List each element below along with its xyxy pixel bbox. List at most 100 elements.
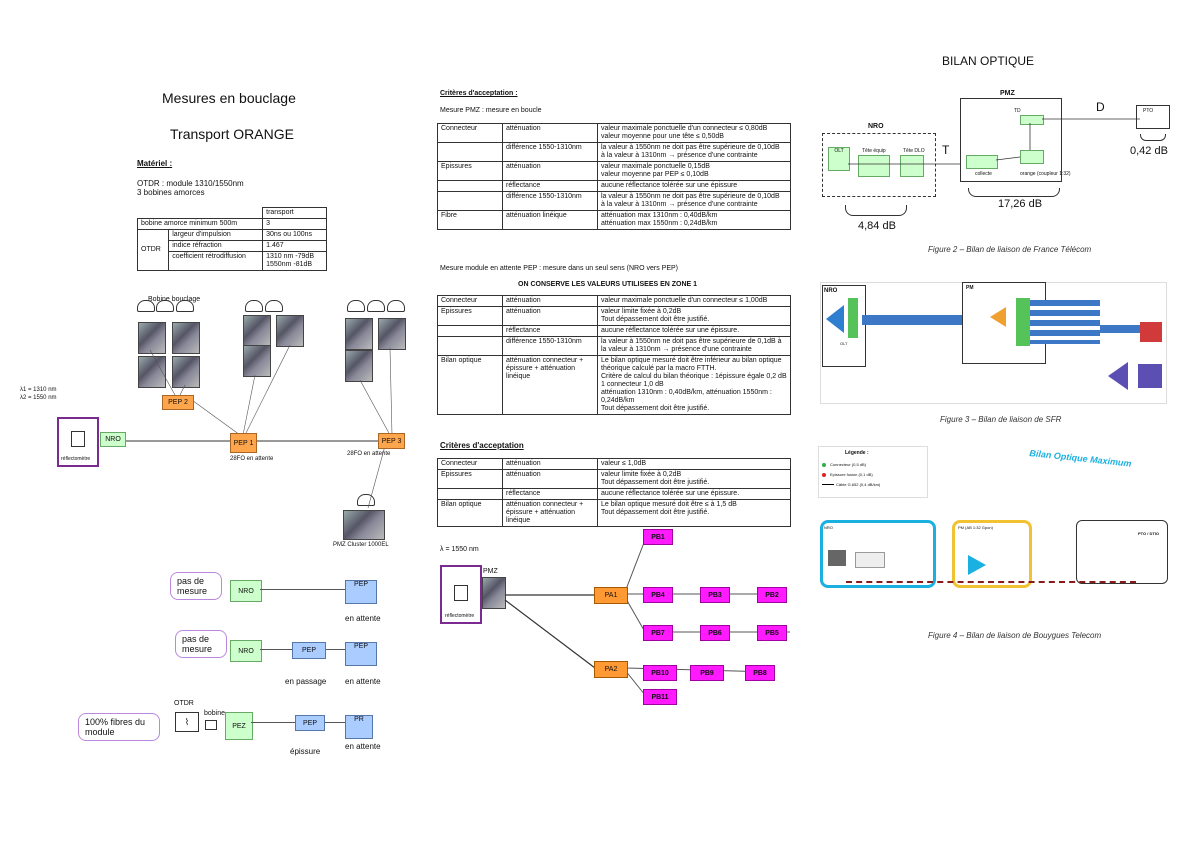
fig2-nro-frame <box>822 133 936 197</box>
equipment-photo <box>243 315 271 347</box>
equipment-photo <box>138 356 166 388</box>
pa2-box: PA2 <box>594 661 628 678</box>
pb-box: PB11 <box>643 689 677 705</box>
technician-icon <box>137 300 155 312</box>
table-cell: la valeur à 1550nm ne doit pas être supé… <box>597 336 791 356</box>
trace-icon: ⌇ <box>184 716 190 727</box>
fig2-pto-frame <box>1136 105 1170 129</box>
fig2-collecte-box <box>966 155 998 169</box>
param-group: OTDR <box>136 229 170 271</box>
param-label: coefficient rétrodiffusion <box>168 251 264 271</box>
fig3-caption: Figure 3 – Bilan de liaison de SFR <box>940 415 1062 424</box>
fig3-nro-panel <box>848 298 858 338</box>
table-cell: aucune réflectance tolérée sur une épiss… <box>597 325 791 337</box>
technician-icon <box>265 300 283 312</box>
fig3-pm-panel <box>1016 298 1030 346</box>
fig2-pmz-frame <box>960 98 1062 182</box>
fig2-nro-brace <box>845 205 907 216</box>
fig2-collecte: collecte <box>975 171 992 177</box>
lambda-1: λ1 = 1310 nm <box>20 387 57 393</box>
equipment-photo <box>172 356 200 388</box>
pb-box: PB9 <box>690 665 724 681</box>
diag1-link <box>260 589 345 590</box>
diag2-passage: en passage <box>285 677 327 686</box>
table-cell: atténuation connecteur + épissure + atté… <box>502 499 598 527</box>
diag3-otdr: OTDR <box>174 700 194 707</box>
pb-box: PB10 <box>643 665 677 681</box>
pep2-box: PEP 2 <box>162 395 194 410</box>
fig2-nro-value: 4,84 dB <box>858 220 896 232</box>
fig4-nro-tete <box>855 552 885 568</box>
equipment-photo <box>343 510 385 540</box>
fig2-tete-dlo: Tête DLO <box>903 148 925 154</box>
fig2-tete-equip: Tête équip <box>862 148 886 154</box>
table-cell: Le bilan optique mesuré doit être inféri… <box>597 355 791 415</box>
equipment-photo <box>345 350 373 382</box>
pep-measure-title: Mesure module en attente PEP : mesure da… <box>440 265 678 272</box>
technician-icon <box>367 300 385 312</box>
pb-box: PB2 <box>757 587 787 603</box>
fig2-links <box>848 118 1140 165</box>
fig4-nro: NRO <box>824 525 833 530</box>
fig2-t-label: T <box>942 143 950 157</box>
reflectometer-2: réflectomètre <box>440 565 482 624</box>
diag3-pep: PEP <box>295 715 325 731</box>
diag3-attente: en attente <box>345 742 381 751</box>
fig4-legend-frame <box>818 446 928 498</box>
equipment-photo <box>345 318 373 350</box>
diag1-nro: NRO <box>230 580 262 602</box>
fig3-pbo <box>1140 322 1162 342</box>
bilan-optique-title: BILAN OPTIQUE <box>942 54 1035 68</box>
reflectometer-2-label: réflectomètre <box>445 613 475 619</box>
fig3-pm: PM <box>966 285 974 291</box>
diag3-epissure: épissure <box>290 747 321 756</box>
equipment-photo <box>138 322 166 354</box>
materiel-label: Matériel : <box>137 159 173 168</box>
fig2-d-value: 0,42 dB <box>1130 145 1168 157</box>
fig3-cable <box>862 315 962 325</box>
fig3-olt: OLT <box>840 341 848 346</box>
fig4-olt-box <box>828 550 846 566</box>
equipment-photo <box>243 345 271 377</box>
lambda-2: λ2 = 1550 nm <box>20 395 57 401</box>
fig2-td-box <box>1020 115 1044 125</box>
diag3-bobine-box <box>205 720 217 730</box>
technician-icon <box>176 300 194 312</box>
left-title-1: Mesures en bouclage <box>162 90 296 106</box>
diag3-pez: PEZ <box>225 712 253 740</box>
pb-box: PB7 <box>643 625 673 641</box>
red-dot-icon <box>822 473 826 477</box>
fig4-splitter <box>968 555 986 575</box>
pmz-photo <box>482 577 506 609</box>
pmz-measure-title: Mesure PMZ : mesure en boucle <box>440 107 542 114</box>
fig2-dlo-box <box>900 155 924 177</box>
fig3-splitter <box>990 307 1006 327</box>
lambda-label: λ = 1550 nm <box>440 546 479 553</box>
no-measure-bubble: pas de mesure <box>170 572 222 600</box>
fig4-cable <box>846 581 1136 584</box>
table-cell: Bilan optique <box>437 355 503 415</box>
fig2-td: TD <box>1014 108 1021 114</box>
diag2-attente: en attente <box>345 677 381 686</box>
technician-icon <box>347 300 365 312</box>
fig2-pmz: PMZ <box>1000 90 1015 97</box>
cable-line-icon <box>822 484 834 485</box>
diag3-bobine: bobine <box>204 710 226 717</box>
equipment-photo <box>276 315 304 347</box>
technician-icon <box>357 494 375 506</box>
table-cell: aucune réflectance tolérée sur une épiss… <box>597 488 791 500</box>
table-cell: Bilan optique <box>437 499 503 527</box>
nro-box: NRO <box>100 432 126 447</box>
fig3-ont <box>1108 362 1128 390</box>
diag3-pr: PR <box>345 715 373 739</box>
pa1-box: PA1 <box>594 587 628 604</box>
table-cell: atténuation linéique <box>502 210 598 230</box>
fig4-leg3: Câble G.652 (0,4 dB/km) <box>836 482 881 487</box>
table-cell: Le bilan optique mesuré doit être ≤ à 1,… <box>597 499 791 527</box>
